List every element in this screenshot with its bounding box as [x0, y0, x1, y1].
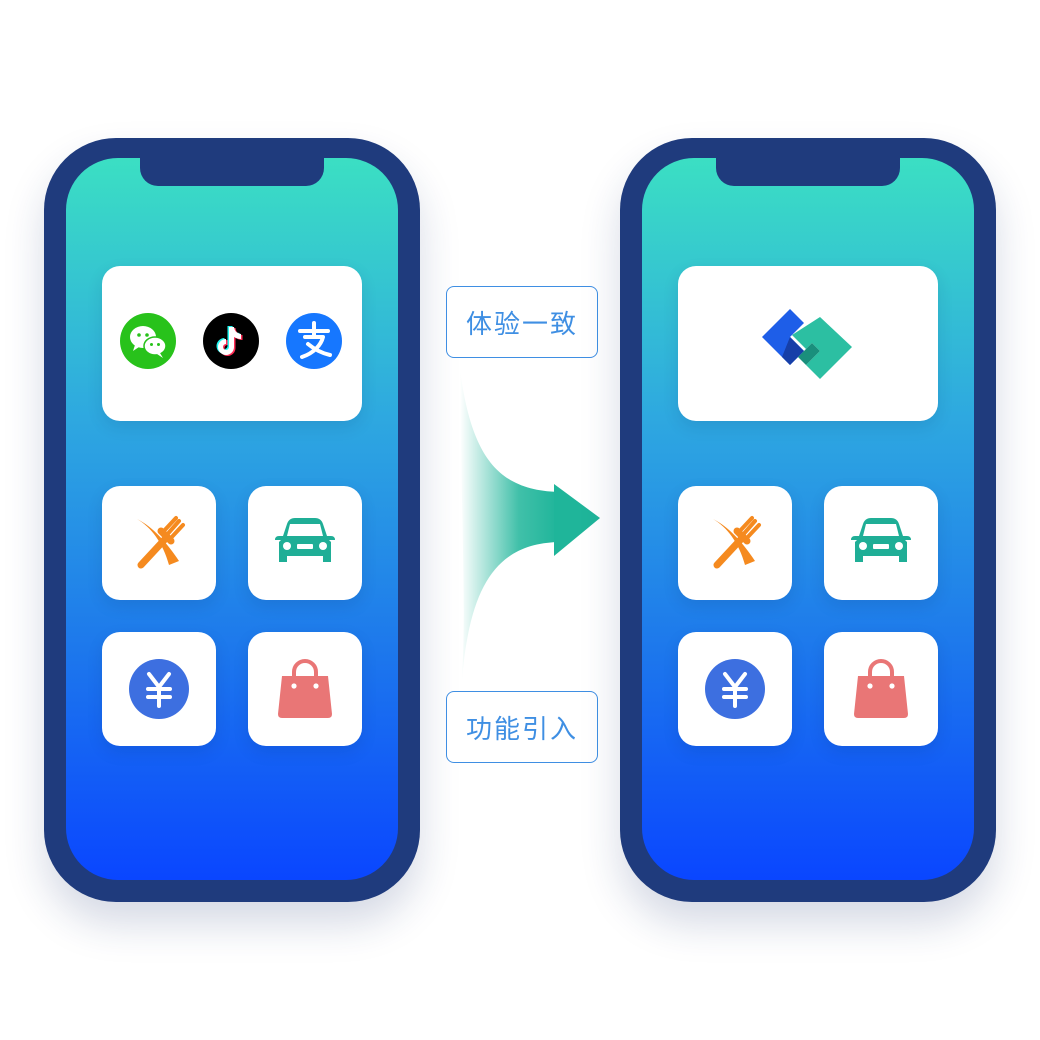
yuan-coin-icon	[705, 659, 765, 719]
right-phone	[620, 138, 996, 902]
label-feature-import: 功能引入	[446, 691, 598, 763]
food-tile[interactable]	[678, 486, 792, 600]
fork-knife-icon	[713, 516, 761, 569]
tiktok-icon[interactable]	[203, 313, 259, 369]
car-icon	[851, 518, 911, 562]
payment-tile[interactable]	[678, 632, 792, 746]
fork-knife-icon	[137, 516, 185, 569]
wechat-icon[interactable]	[120, 313, 176, 369]
yuan-coin-icon	[129, 659, 189, 719]
car-tile[interactable]	[248, 486, 362, 600]
right-phone-screen	[642, 158, 974, 880]
shopping-tile[interactable]	[248, 632, 362, 746]
shopping-bag-icon	[854, 659, 908, 718]
label-consistent-experience: 体验一致	[446, 286, 598, 358]
food-tile[interactable]	[102, 486, 216, 600]
left-phone	[44, 138, 420, 902]
payment-tile[interactable]	[102, 632, 216, 746]
car-icon	[275, 518, 335, 562]
shopping-bag-icon	[278, 659, 332, 718]
car-tile[interactable]	[824, 486, 938, 600]
phone-notch	[140, 158, 324, 186]
alipay-icon[interactable]	[286, 313, 342, 369]
phone-notch	[716, 158, 900, 186]
left-phone-screen	[66, 158, 398, 880]
super-app-card	[102, 266, 362, 421]
finclip-logo-icon[interactable]	[760, 307, 856, 381]
flow-arrow-icon	[460, 370, 600, 680]
shopping-tile[interactable]	[824, 632, 938, 746]
mini-program-card	[678, 266, 938, 421]
